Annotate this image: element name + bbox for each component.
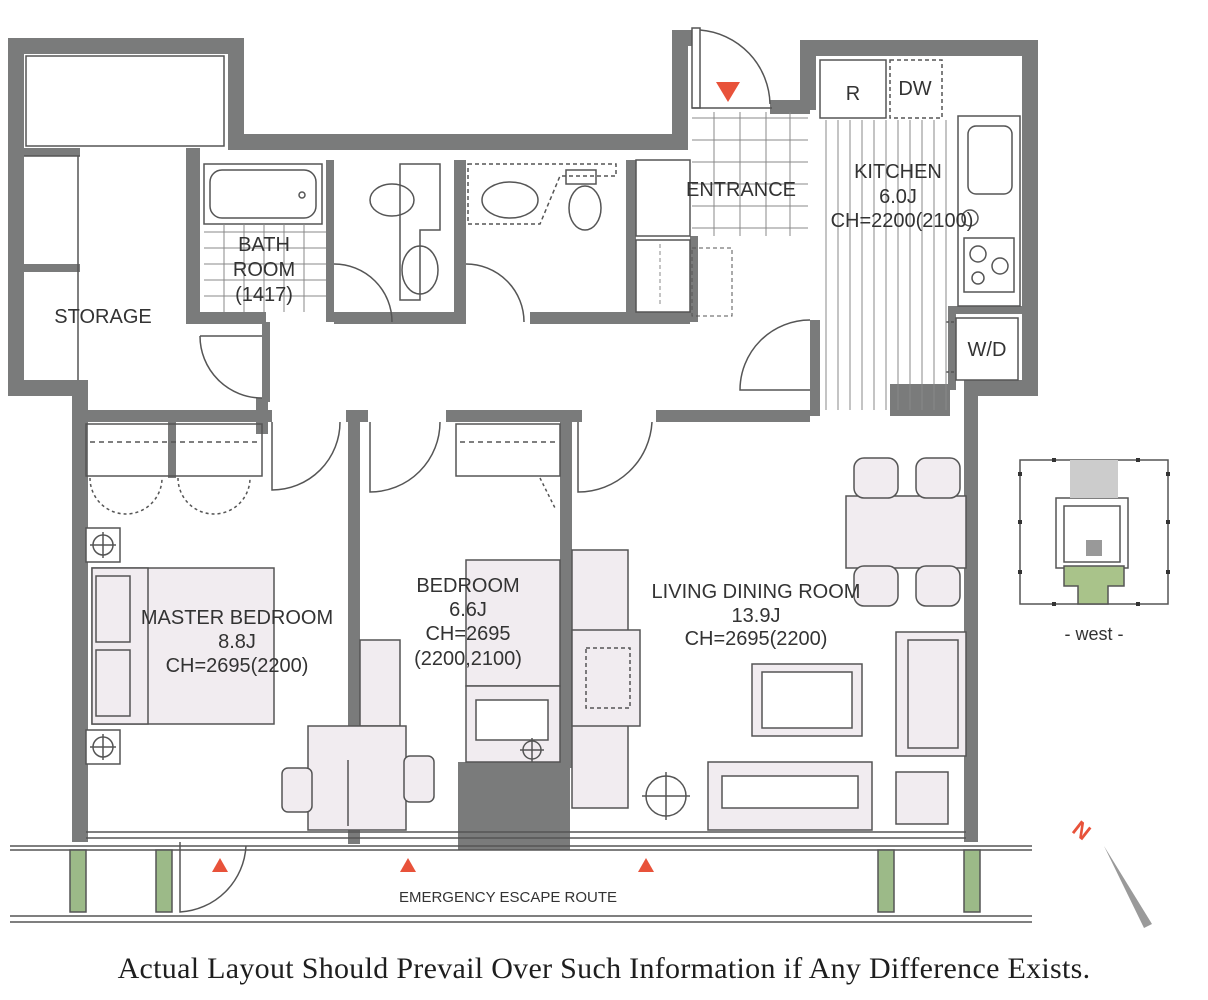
exterior-walls (8, 30, 1038, 850)
label-washer-dryer: W/D (968, 339, 1007, 361)
door-swings (179, 263, 811, 913)
label-entrance: ENTRANCE (686, 179, 796, 201)
key-plan (1018, 458, 1170, 606)
glass-panels (69, 849, 981, 913)
storage-area (24, 55, 225, 380)
label-bath-1: BATH (238, 234, 290, 256)
label-fridge: R (846, 83, 860, 105)
label-storage: STORAGE (54, 306, 151, 328)
bedroom-furniture (465, 559, 561, 763)
label-escape-route: EMERGENCY ESCAPE ROUTE (399, 889, 617, 906)
label-bath-2: ROOM (233, 259, 295, 281)
label-dishwasher: DW (898, 78, 931, 100)
entry-door (691, 27, 772, 109)
label-kitchen-2: 6.0J (879, 186, 917, 208)
label-living-2: 13.9J (732, 605, 781, 627)
label-bedroom-4: (2200,2100) (414, 648, 522, 670)
label-kitchen-3: CH=2200(2100) (831, 210, 974, 232)
label-living-3: CH=2695(2200) (685, 628, 828, 650)
label-bedroom-1: BEDROOM (416, 575, 519, 597)
kitchen-area (819, 59, 1021, 381)
balcony (10, 831, 1032, 923)
label-key-plan: - west - (1064, 624, 1123, 644)
closets (85, 423, 561, 515)
disclaimer-text: Actual Layout Should Prevail Over Such I… (117, 952, 1091, 985)
bath-fixtures (203, 163, 326, 312)
escape-markers (212, 82, 740, 872)
master-bed (85, 527, 275, 765)
label-master-bedroom-1: MASTER BEDROOM (141, 607, 333, 629)
label-bath-3: (1417) (235, 284, 293, 306)
label-bedroom-2: 6.6J (449, 599, 487, 621)
label-master-bedroom-2: 8.8J (218, 631, 256, 653)
toilet-fixtures (369, 163, 617, 301)
compass-north-letter: N (1068, 816, 1096, 845)
label-kitchen-1: KITCHEN (854, 161, 942, 183)
desks (281, 639, 435, 831)
label-living-1: LIVING DINING ROOM (652, 581, 861, 603)
label-master-bedroom-3: CH=2695(2200) (166, 655, 309, 677)
entrance-area (635, 112, 808, 317)
label-bedroom-3: CH=2695 (425, 623, 510, 645)
kitchen-floor-hatch (825, 120, 947, 410)
compass: N (1068, 816, 1152, 928)
living-furniture (571, 457, 967, 831)
